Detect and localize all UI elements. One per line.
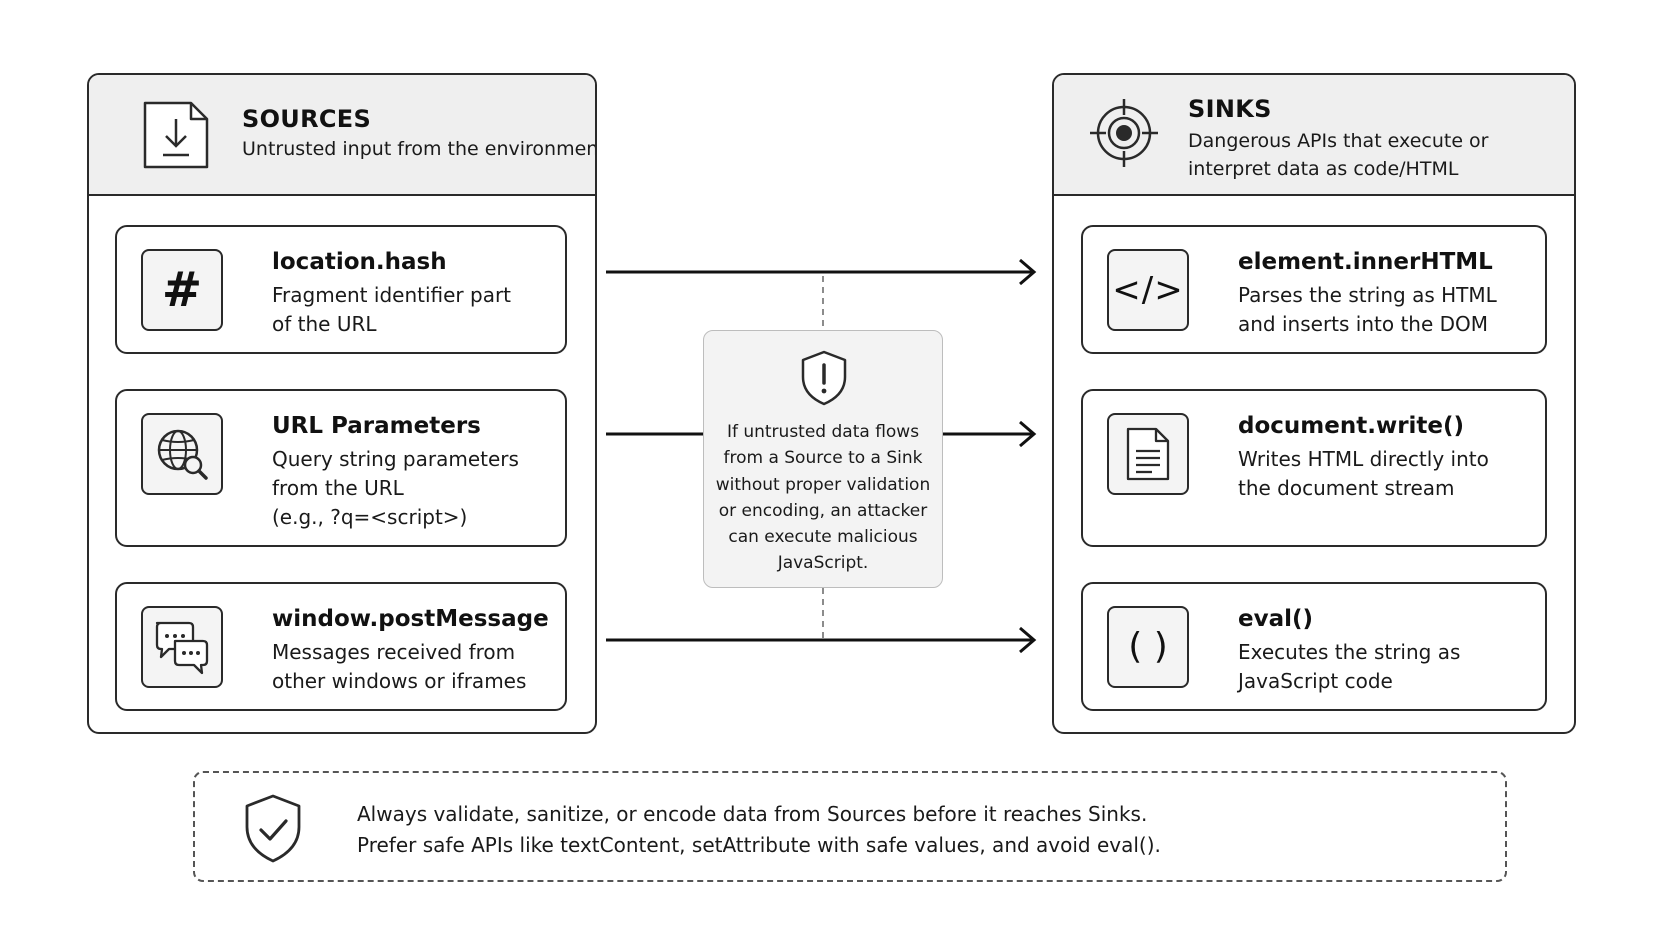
sources-header: SOURCES Untrusted input from the environ… (89, 75, 595, 196)
arrow-postmessage-to-eval (606, 626, 1037, 654)
sink-title: element.innerHTML (1238, 249, 1493, 275)
recommendation-text: Always validate, sanitize, or encode dat… (357, 802, 1161, 857)
code-icon: </> (1107, 249, 1189, 331)
source-card-location-hash: # location.hash Fragment identifier part… (115, 225, 567, 354)
source-title: URL Parameters (272, 413, 481, 439)
parentheses-icon: ( ) (1107, 606, 1189, 688)
download-file-icon (141, 99, 211, 175)
sinks-header: SINKS Dangerous APIs that execute or int… (1054, 75, 1574, 196)
shield-check-icon (243, 793, 303, 869)
source-card-url-parameters: URL Parameters Query string parameters f… (115, 389, 567, 547)
sources-subtitle: Untrusted input from the environment (242, 138, 597, 160)
recommendation-note: Always validate, sanitize, or encode dat… (193, 771, 1507, 882)
source-desc: Query string parameters from the URL (e.… (272, 447, 519, 529)
target-icon (1090, 99, 1158, 171)
warning-box: If untrusted data flows from a Source to… (703, 330, 943, 588)
sink-desc: Parses the string as HTML and inserts in… (1238, 283, 1497, 336)
source-title: window.postMessage (272, 606, 549, 632)
arrow-params-to-write (606, 420, 1037, 448)
sink-desc: Writes HTML directly into the document s… (1238, 447, 1489, 500)
sink-desc: Executes the string as JavaScript code (1238, 640, 1461, 693)
sink-card-eval: ( ) eval() Executes the string as JavaSc… (1081, 582, 1547, 711)
sinks-title: SINKS (1188, 95, 1272, 123)
source-desc: Messages received from other windows or … (272, 640, 527, 693)
chat-bubbles-icon (141, 606, 223, 688)
shield-exclamation-icon (799, 349, 849, 411)
source-desc: Fragment identifier part of the URL (272, 283, 512, 336)
warning-text: If untrusted data flows from a Source to… (715, 422, 931, 574)
hash-icon: # (141, 249, 223, 331)
document-icon (1107, 413, 1189, 495)
source-card-postmessage: window.postMessage Messages received fro… (115, 582, 567, 711)
sink-title: document.write() (1238, 413, 1465, 439)
globe-search-icon (141, 413, 223, 495)
sources-title: SOURCES (242, 105, 372, 133)
sinks-subtitle: Dangerous APIs that execute or interpret… (1188, 130, 1489, 180)
arrow-hash-to-innerhtml (606, 258, 1037, 286)
sinks-panel: SINKS Dangerous APIs that execute or int… (1052, 73, 1576, 734)
sink-card-document-write: document.write() Writes HTML directly in… (1081, 389, 1547, 547)
source-title: location.hash (272, 249, 447, 275)
sources-panel: SOURCES Untrusted input from the environ… (87, 73, 597, 734)
sink-title: eval() (1238, 606, 1314, 632)
sink-card-innerhtml: </> element.innerHTML Parses the string … (1081, 225, 1547, 354)
